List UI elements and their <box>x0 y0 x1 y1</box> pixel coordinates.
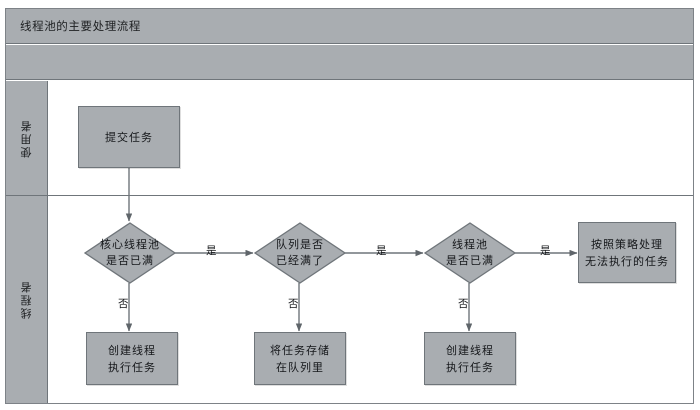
lane-thread: 线程者 <box>6 195 693 403</box>
node-store-in-queue[interactable]: 将任务存储 在队列里 <box>254 332 346 385</box>
diamond-shape-icon <box>424 222 516 284</box>
edge-label-no-1: 否 <box>118 298 129 310</box>
node-reject-policy-line2: 无法执行的任务 <box>585 254 669 268</box>
node-create-thread-b-line2: 执行任务 <box>446 360 494 374</box>
node-pool-full[interactable]: 线程池 是否已满 <box>424 222 516 284</box>
page-title: 线程池的主要处理流程 <box>20 19 141 33</box>
diamond-shape-icon <box>84 222 176 284</box>
edge-label-yes-3: 是 <box>540 245 551 257</box>
node-pool-full-line1: 线程池 <box>452 238 488 251</box>
diagram-subtitle-band <box>6 45 693 80</box>
node-create-thread-a-line2: 执行任务 <box>108 360 156 374</box>
node-submit-task[interactable]: 提交任务 <box>78 106 180 168</box>
node-store-in-queue-label: 将任务存储 在队列里 <box>270 342 330 376</box>
node-store-in-queue-line2: 在队列里 <box>276 360 324 374</box>
node-store-in-queue-line1: 将任务存储 <box>270 343 330 357</box>
node-queue-full-line1: 队列是否 <box>276 238 324 251</box>
diagram-title-band: 线程池的主要处理流程 <box>6 9 693 44</box>
node-core-pool-full-label: 核心线程池 是否已满 <box>100 237 160 269</box>
node-create-thread-b-line1: 创建线程 <box>446 343 494 357</box>
node-create-thread-a-line1: 创建线程 <box>108 343 156 357</box>
node-create-thread-b[interactable]: 创建线程 执行任务 <box>424 332 516 385</box>
node-queue-full[interactable]: 队列是否 已经满了 <box>254 222 346 284</box>
node-queue-full-line2: 已经满了 <box>276 254 324 267</box>
lane-user: 使用者 <box>6 81 693 195</box>
edge-label-yes-2: 是 <box>376 245 387 257</box>
lane-label-thread: 线程者 <box>6 196 48 403</box>
edge-label-yes-1: 是 <box>206 245 217 257</box>
node-core-pool-full-line1: 核心线程池 <box>100 238 160 251</box>
node-reject-policy-label: 按照策略处理 无法执行的任务 <box>585 236 669 270</box>
node-core-pool-full[interactable]: 核心线程池 是否已满 <box>84 222 176 284</box>
node-pool-full-line2: 是否已满 <box>446 254 494 267</box>
node-core-pool-full-line2: 是否已满 <box>106 254 154 267</box>
node-create-thread-a-label: 创建线程 执行任务 <box>108 342 156 376</box>
node-create-thread-b-label: 创建线程 执行任务 <box>446 342 494 376</box>
edge-label-no-3: 否 <box>458 298 469 310</box>
node-reject-policy-line1: 按照策略处理 <box>591 237 663 251</box>
edge-label-no-2: 否 <box>288 298 299 310</box>
node-pool-full-label: 线程池 是否已满 <box>446 237 494 269</box>
node-queue-full-label: 队列是否 已经满了 <box>276 237 324 269</box>
diamond-shape-icon <box>254 222 346 284</box>
node-reject-policy[interactable]: 按照策略处理 无法执行的任务 <box>578 222 676 283</box>
node-create-thread-a[interactable]: 创建线程 执行任务 <box>86 332 178 385</box>
node-submit-task-label: 提交任务 <box>105 130 153 144</box>
lane-label-user: 使用者 <box>6 81 48 195</box>
